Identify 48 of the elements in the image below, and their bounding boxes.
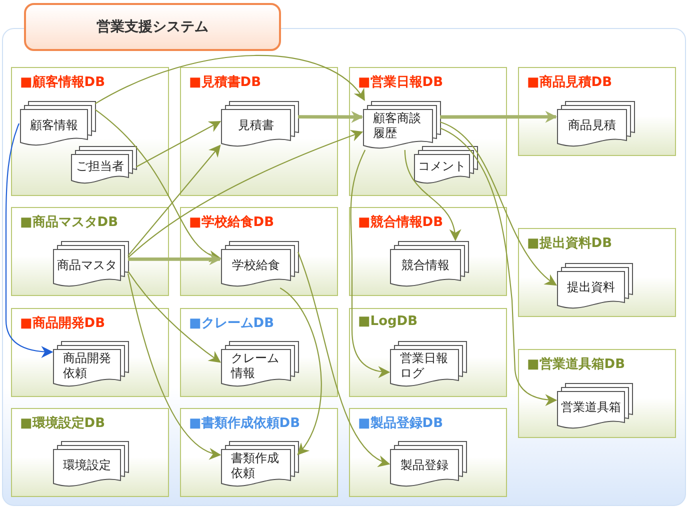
panel-heading: ■商品マスタDB xyxy=(20,214,118,231)
panel-heading: ■学校給食DB xyxy=(189,214,274,231)
database-panel xyxy=(11,207,169,296)
arrow xyxy=(94,54,366,104)
arrow xyxy=(440,110,558,123)
panel-heading: ■クレームDB xyxy=(189,315,274,332)
panel-heading: ■書類作成依頼DB xyxy=(189,415,300,432)
database-panel xyxy=(349,408,507,497)
panel-heading: ■商品見積DB xyxy=(527,74,612,91)
database-panel xyxy=(180,67,338,196)
arrow xyxy=(297,252,390,466)
database-panel xyxy=(11,67,169,196)
arrow xyxy=(404,150,460,242)
database-panel xyxy=(518,228,676,317)
database-panel xyxy=(349,67,507,196)
database-panel xyxy=(11,408,169,497)
panel-heading: ■見積書DB xyxy=(189,74,261,91)
panel-heading: ■環境設定DB xyxy=(20,414,105,432)
arrow xyxy=(5,123,54,358)
arrow xyxy=(280,288,322,456)
panel-heading: ■LogDB xyxy=(358,314,418,329)
title-tab: 営業支援システム xyxy=(24,3,281,51)
arrow xyxy=(440,128,558,406)
database-panel xyxy=(11,308,169,397)
panel-heading: ■顧客情報DB xyxy=(20,74,105,91)
database-panel xyxy=(180,207,338,296)
arrow xyxy=(128,253,222,266)
arrow xyxy=(128,144,221,256)
database-panel xyxy=(349,308,507,397)
panel-heading: ■商品開発DB xyxy=(20,314,105,332)
arrow xyxy=(127,273,222,458)
panel-heading: ■製品登録DB xyxy=(358,415,443,432)
arrow xyxy=(440,122,557,286)
arrow xyxy=(128,130,364,258)
arrow xyxy=(350,150,390,378)
arrow xyxy=(128,270,221,363)
panel-heading: ■提出資料DB xyxy=(527,235,612,252)
database-panel xyxy=(180,308,338,397)
panel-heading: ■営業日報DB xyxy=(358,74,443,91)
database-panel xyxy=(518,67,676,156)
panel-heading: ■競合情報DB xyxy=(358,214,443,231)
database-panel xyxy=(180,408,338,497)
arrow xyxy=(136,121,222,168)
database-panel xyxy=(349,207,507,296)
database-panel xyxy=(518,349,676,438)
panel-heading: ■営業道具箱DB xyxy=(527,356,625,373)
arrow xyxy=(298,110,364,123)
arrow xyxy=(94,108,222,260)
